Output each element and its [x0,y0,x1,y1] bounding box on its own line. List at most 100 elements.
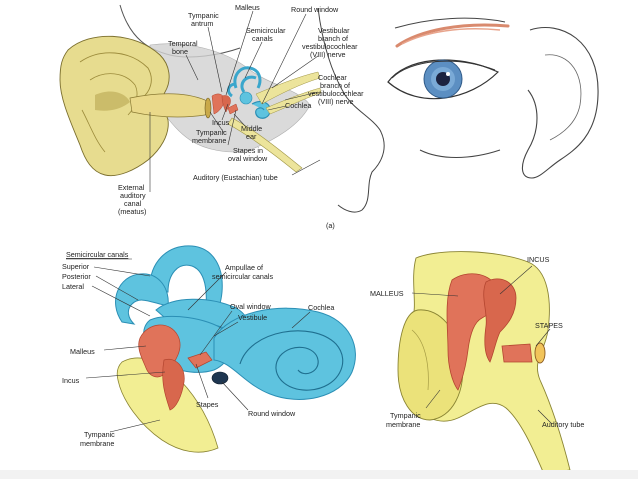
label-cochlear-branch-1: Cochlear [318,73,347,82]
lead-middle-ear [233,113,246,127]
auricle-fold-1 [79,52,152,99]
label-external-canal-1: External [118,183,145,192]
label-vestibular-branch-4: (VIII) nerve [310,50,346,59]
label-semicircular-canals-top-2: canals [252,34,273,43]
label-superior: Superior [62,262,90,271]
bottom-left-panel: Semicircular canals Superior Posterior L… [62,245,356,453]
label-stapes-br: STAPES [535,321,563,330]
label-auditory-eustachian-tube: Auditory (Eustachian) tube [193,173,278,182]
label-vestibular-branch-2: branch of [318,34,348,43]
label-vestibular-branch-1: Vestibular [318,26,350,35]
vestibulocochlear-nerve [255,71,321,105]
label-malleus-bl: Malleus [70,347,95,356]
stapes-bl [187,351,213,369]
label-tympanic-antrum-2: antrum [191,19,213,28]
stapes-icon [227,103,239,115]
lead-semicircular-canals [244,41,263,79]
label-cochlear-branch-2: branch of [320,81,350,90]
label-malleus-top: Malleus [235,3,260,12]
lead-tympanic-antrum [207,26,223,93]
pupil [436,72,450,86]
lead-cochlea-bl [291,311,311,329]
lead-auditory-tube [291,159,321,176]
lead-vestibule [213,321,239,337]
label-external-canal-4: (meatus) [118,207,146,216]
label-tympanic-membrane-top-1: Tympanic [196,128,227,137]
lead-tympanic-membrane-br [425,389,441,409]
auricle-shade [95,91,130,111]
label-semicircular-canals-bl: Semicircular canals [66,250,129,259]
label-stapes-bl: Stapes [196,400,219,409]
profile-ear-inner [544,54,582,141]
lead-stapes-bl [195,363,209,399]
label-cochlear-branch-3: vestibulocochlear [308,89,364,98]
inner-ear-top [227,66,271,119]
label-middle-ear-2: ear [246,132,257,141]
label-malleus-br: MALLEUS [370,289,404,298]
label-tympanic-membrane-bl-1: Tympanic [84,430,115,439]
lead-malleus-bl [103,345,147,351]
top-panel: Tympanic antrum Malleus Round window Sem… [59,3,599,230]
temporal-bone [149,43,311,153]
top-leader-lines [149,10,321,192]
eye-highlight [446,72,450,76]
label-incus-br: INCUS [527,255,550,264]
cochlea-icon [251,100,271,119]
lead-auditory-tube-br [537,409,553,425]
bottom-right-panel: INCUS MALLEUS STAPES Tympanic membrane A… [370,251,584,475]
lead-posterior [95,275,139,301]
label-tympanic-membrane-top-2: membrane [192,136,226,145]
lead-superior [93,266,151,277]
label-stapes-oval-window-2: oval window [228,154,268,163]
profile-ear-outline [521,26,599,179]
label-posterior: Posterior [62,272,91,281]
external-auditory-canal [129,93,210,118]
lead-malleus-br [411,292,459,297]
lead-round-window [261,13,307,105]
lead-incus-bl [85,371,166,379]
lead-stapes-oval-window [227,109,237,146]
lead-oval-window [199,310,233,356]
label-incus-bl: Incus [62,376,80,385]
eyelid-line [391,60,496,79]
label-auditory-tube-br: Auditory tube [542,420,584,429]
label-lateral: Lateral [62,282,84,291]
label-external-canal-2: auditory [120,191,146,200]
vestibule-top [239,91,253,105]
eyebrow [395,23,510,48]
label-vestibule: Vestibule [238,313,267,322]
incus-bl [162,358,185,411]
eye [387,59,500,100]
label-tympanic-membrane-br-1: Tympanic [390,411,421,420]
label-middle-ear-1: Middle [241,124,262,133]
forehead-line [394,17,506,29]
top-labels: Tympanic antrum Malleus Round window Sem… [118,3,364,230]
posterior-canal [115,273,169,325]
eyebrow-hair [401,28,501,45]
label-ampullae-1: Ampullae of [225,263,263,272]
label-temporal-bone-1: Temporal [168,39,198,48]
eustachian-tube [227,117,303,173]
br-leader-lines [411,265,553,425]
label-tympanic-membrane-br-2: membrane [386,420,420,429]
lead-temporal-bone [185,54,199,81]
round-window-bl [211,371,229,385]
auricle-fold-3 [81,109,106,153]
label-oval-window: Oval window [230,302,272,311]
label-round-window-top: Round window [291,5,339,14]
lead-stapes-br [535,328,551,347]
cochlea-spiral [239,330,344,391]
bottom-strip [0,470,638,479]
lead-incus-br [499,265,533,295]
label-tympanic-antrum-1: Tympanic [188,11,219,20]
label-cochlea-bl: Cochlea [308,303,334,312]
lead-malleus [225,10,254,96]
cochlea-bl [213,307,356,400]
cheek-line [419,149,501,158]
lead-vestibular-branch [271,55,319,89]
label-incus-top: Incus [212,118,230,127]
face-outline [317,7,506,213]
label-cochlear-branch-4: (VIII) nerve [318,97,354,106]
